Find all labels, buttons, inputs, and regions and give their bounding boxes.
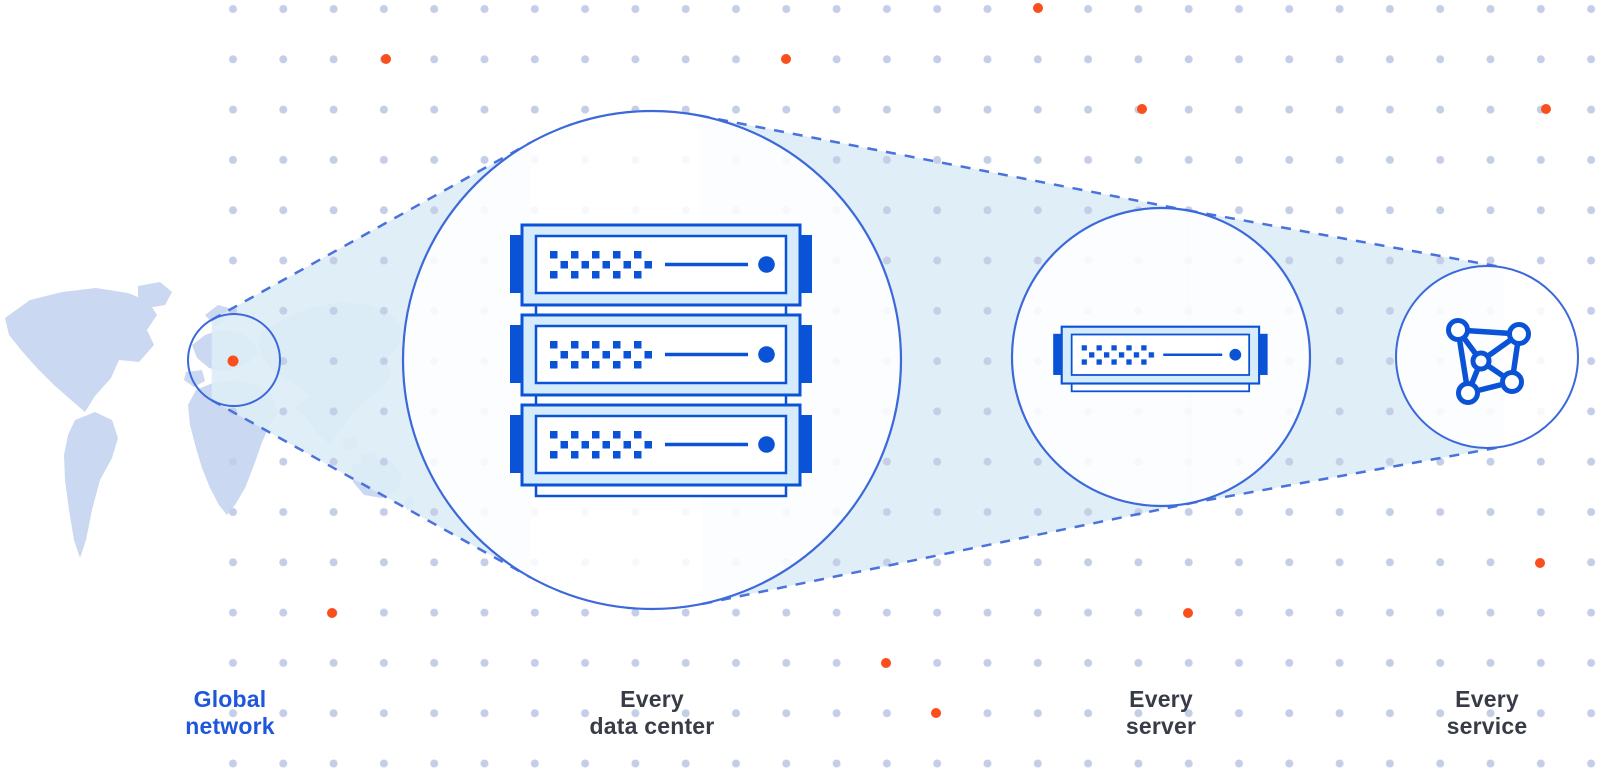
dash-upper-2: [699, 114, 1190, 213]
label-line: service: [1446, 713, 1528, 739]
mesh-node: [1507, 322, 1531, 346]
mesh-node: [1446, 318, 1470, 342]
server-unit-icon: [508, 403, 814, 487]
dash-lower-3: [1187, 445, 1504, 505]
dash-upper-3: [1187, 209, 1504, 269]
accent-dot: [1137, 104, 1147, 114]
label-every-service: Every service: [1447, 686, 1528, 740]
mesh-node-center: [1470, 350, 1492, 372]
mesh-node: [1456, 381, 1480, 405]
server-unit-icon: [508, 223, 814, 307]
accent-dot: [1183, 608, 1193, 618]
map-marker-group: [227, 355, 239, 367]
dash-lower-2: [702, 501, 1193, 606]
location-marker-dot: [227, 355, 239, 367]
label-line: Every: [1129, 686, 1193, 712]
accent-dot: [1033, 3, 1043, 13]
accent-dot: [1541, 104, 1551, 114]
label-every-data-center: Every data center: [590, 686, 715, 740]
label-global-network: Global network: [185, 686, 275, 740]
server-unit-icon: [1051, 325, 1269, 385]
accent-dot: [881, 658, 891, 668]
zoom-dashed-lines: [211, 114, 1504, 606]
accent-dot: [327, 608, 337, 618]
accent-dot: [781, 54, 791, 64]
accent-dot: [1535, 558, 1545, 568]
accent-dots: [327, 3, 1551, 718]
label-line: Every: [1455, 686, 1519, 712]
label-line: server: [1125, 713, 1197, 739]
accent-dot: [931, 708, 941, 718]
continent-north-america: [5, 288, 157, 412]
continent-greenland: [138, 282, 172, 308]
server-unit-icon: [508, 313, 814, 397]
server-rack-icon: [508, 223, 814, 498]
label-every-server: Every server: [1126, 686, 1196, 740]
label-line: Global: [193, 686, 267, 712]
single-server-icon: [1051, 325, 1269, 393]
continent-south-america: [64, 412, 118, 558]
mesh-node: [1500, 370, 1524, 394]
label-line: network: [185, 713, 275, 739]
global-network-circle: [187, 313, 281, 407]
dash-upper-1: [211, 141, 532, 321]
network-mesh-icon: [1446, 318, 1531, 405]
label-line: Every: [620, 686, 684, 712]
label-line: data center: [589, 713, 715, 739]
accent-dot: [381, 54, 391, 64]
dash-lower-1: [211, 399, 532, 579]
